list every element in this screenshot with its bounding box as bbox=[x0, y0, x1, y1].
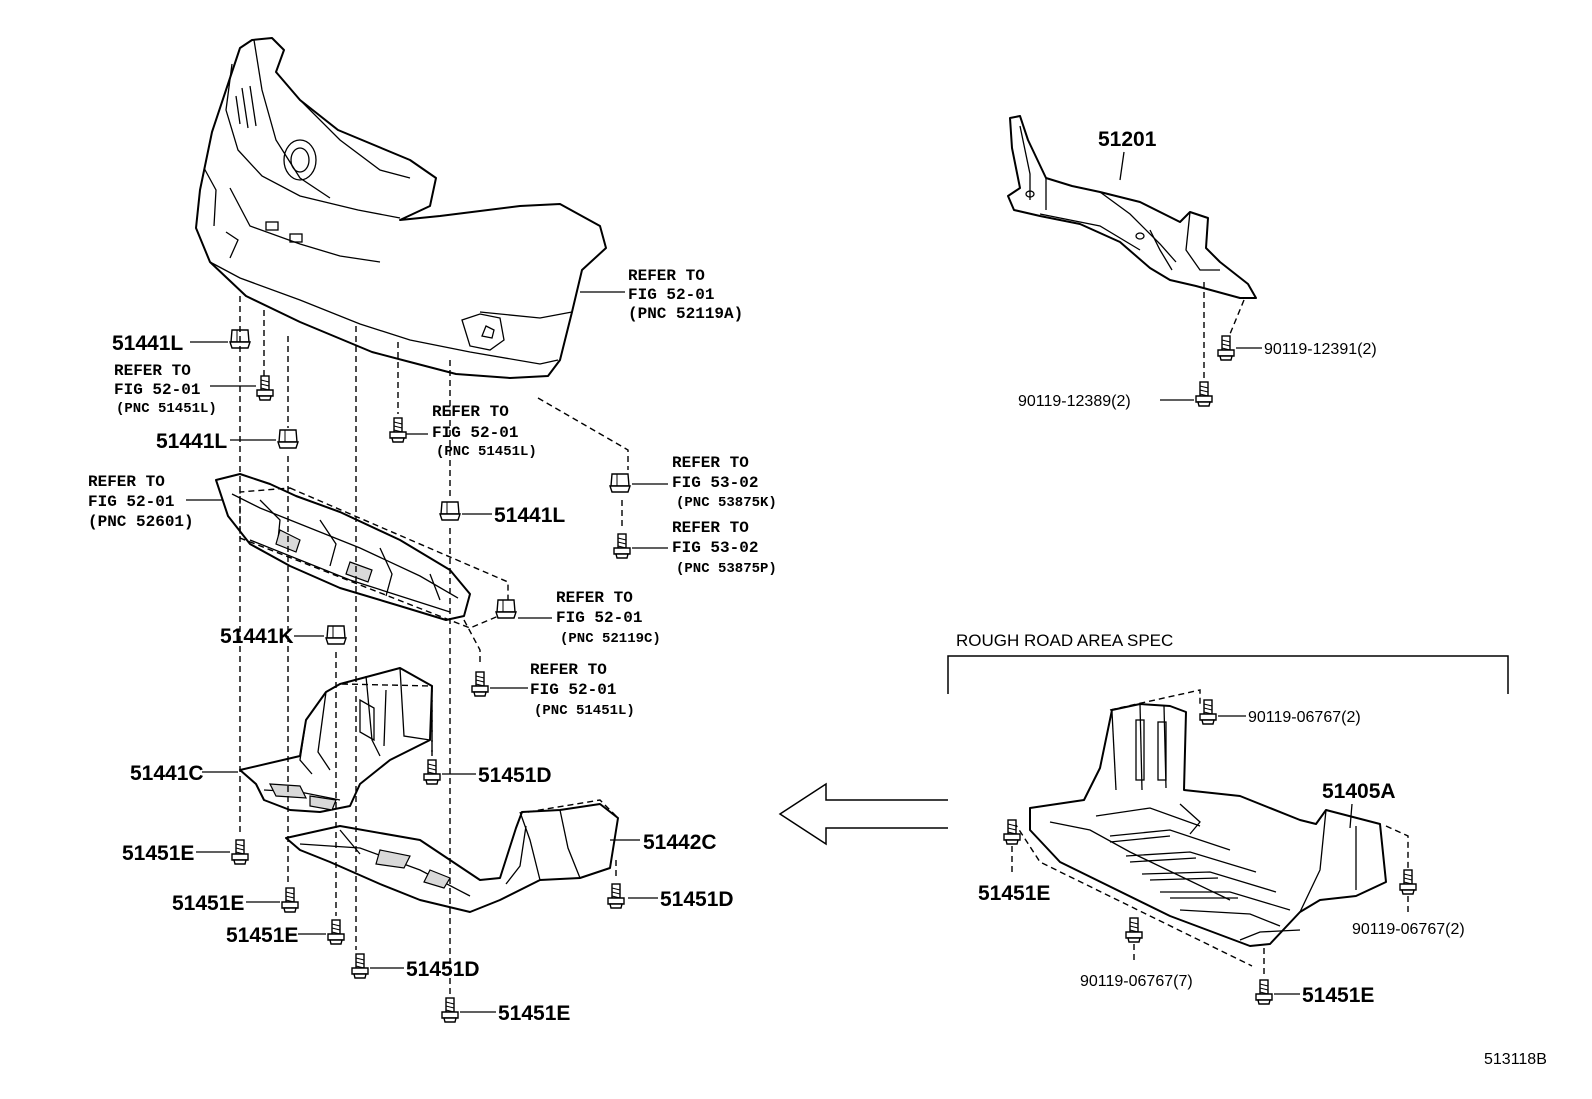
diagram-code: 513118B bbox=[1484, 1051, 1547, 1068]
bumper-ref-line2: FIG 52-01 bbox=[628, 286, 714, 304]
bolt-51451d-b bbox=[607, 883, 625, 909]
ref-53875p-line2: FIG 53-02 bbox=[672, 539, 758, 557]
bolt-90119-06767-2a bbox=[1199, 699, 1217, 725]
ref-51451l-a-line3: (PNC 51451L) bbox=[116, 401, 217, 417]
ref-51451l-a-line2: FIG 52-01 bbox=[114, 381, 200, 399]
ref-51451l-b-line2: FIG 52-01 bbox=[432, 424, 518, 442]
bolt-51451d-a bbox=[423, 759, 441, 785]
label-51451d-b: 51451D bbox=[660, 888, 734, 911]
bolt-51451l-a bbox=[256, 375, 274, 401]
ref-52119c-line3: (PNC 52119C) bbox=[560, 631, 661, 647]
clip-53875k bbox=[609, 473, 631, 493]
label-51451e-b: 51451E bbox=[172, 892, 244, 915]
rough-road-title: ROUGH ROAD AREA SPEC bbox=[956, 631, 1173, 650]
label-51442c: 51442C bbox=[643, 831, 717, 854]
direction-arrow bbox=[778, 782, 948, 846]
bumper-ref-line3: (PNC 52119A) bbox=[628, 305, 743, 323]
bumper-absorber-bracket bbox=[215, 473, 471, 621]
ref-53875k-line3: (PNC 53875K) bbox=[676, 495, 777, 511]
ref-53875k-line2: FIG 53-02 bbox=[672, 474, 758, 492]
clip-52119c bbox=[495, 599, 517, 619]
support-bracket-51201 bbox=[1007, 115, 1257, 299]
ref-53875k-line1: REFER TO bbox=[672, 454, 749, 472]
label-90119-06767-2b: 90119-06767(2) bbox=[1352, 921, 1465, 938]
clip-51441l-b bbox=[277, 429, 299, 449]
ref-51451l-c-line2: FIG 52-01 bbox=[530, 681, 616, 699]
label-51451e-rough-a: 51451E bbox=[978, 882, 1050, 905]
bolt-51451e-d bbox=[441, 997, 459, 1023]
ref-51451l-c-line3: (PNC 51451L) bbox=[534, 703, 635, 719]
label-51451d-a: 51451D bbox=[478, 764, 552, 787]
bolt-51451l-b bbox=[389, 417, 407, 443]
engine-under-cover-51405a bbox=[1029, 703, 1387, 947]
label-90119-06767-2a: 90119-06767(2) bbox=[1248, 709, 1361, 726]
clip-51441l-c bbox=[439, 501, 461, 521]
label-90119-12391: 90119-12391(2) bbox=[1264, 341, 1377, 358]
ref-52601-line1: REFER TO bbox=[88, 473, 165, 491]
bolt-51451e-b bbox=[281, 887, 299, 913]
label-51441k: 51441K bbox=[220, 625, 294, 648]
label-51451e-d: 51451E bbox=[498, 1002, 570, 1025]
label-51451e-rough-b: 51451E bbox=[1302, 984, 1374, 1007]
ref-51451l-b-line1: REFER TO bbox=[432, 403, 509, 421]
label-51405a: 51405A bbox=[1322, 780, 1396, 803]
ref-52119c-line2: FIG 52-01 bbox=[556, 609, 642, 627]
bolt-51451e-rough-b bbox=[1255, 979, 1273, 1005]
bolt-90119-06767-2b bbox=[1399, 869, 1417, 895]
ref-53875p-line1: REFER TO bbox=[672, 519, 749, 537]
ref-51451l-a-line1: REFER TO bbox=[114, 362, 191, 380]
label-51451d-c: 51451D bbox=[406, 958, 480, 981]
ref-53875p-line3: (PNC 53875P) bbox=[676, 561, 777, 577]
bolt-90119-06767-7 bbox=[1125, 917, 1143, 943]
bolt-51451e-c bbox=[327, 919, 345, 945]
bolt-51451e-a bbox=[231, 839, 249, 865]
front-bumper-cover bbox=[195, 37, 607, 379]
label-90119-06767-7: 90119-06767(7) bbox=[1080, 973, 1193, 990]
label-51441c: 51441C bbox=[130, 762, 204, 785]
ref-51451l-b-line3: (PNC 51451L) bbox=[436, 444, 537, 460]
label-51451e-a: 51451E bbox=[122, 842, 194, 865]
ref-52601-line2: FIG 52-01 bbox=[88, 493, 174, 511]
clip-51441k bbox=[325, 625, 347, 645]
ref-52601-line3: (PNC 52601) bbox=[88, 513, 194, 531]
label-90119-12389: 90119-12389(2) bbox=[1018, 393, 1131, 410]
label-51441l-a: 51441L bbox=[112, 332, 183, 355]
engine-under-cover-51442c bbox=[285, 803, 619, 913]
ref-51451l-c-line1: REFER TO bbox=[530, 661, 607, 679]
engine-under-cover-51441c bbox=[239, 667, 433, 813]
bolt-53875p bbox=[613, 533, 631, 559]
bolt-51451d-c bbox=[351, 953, 369, 979]
bumper-ref-line1: REFER TO bbox=[628, 267, 705, 285]
label-51201: 51201 bbox=[1098, 128, 1157, 151]
bolt-51451l-c bbox=[471, 671, 489, 697]
ref-52119c-line1: REFER TO bbox=[556, 589, 633, 607]
bolt-90119-12391 bbox=[1217, 335, 1235, 361]
bolt-90119-12389 bbox=[1195, 381, 1213, 407]
bolt-51451e-rough-a bbox=[1003, 819, 1021, 845]
label-51441l-b: 51441L bbox=[156, 430, 227, 453]
label-51441l-c: 51441L bbox=[494, 504, 565, 527]
label-51451e-c: 51451E bbox=[226, 924, 298, 947]
